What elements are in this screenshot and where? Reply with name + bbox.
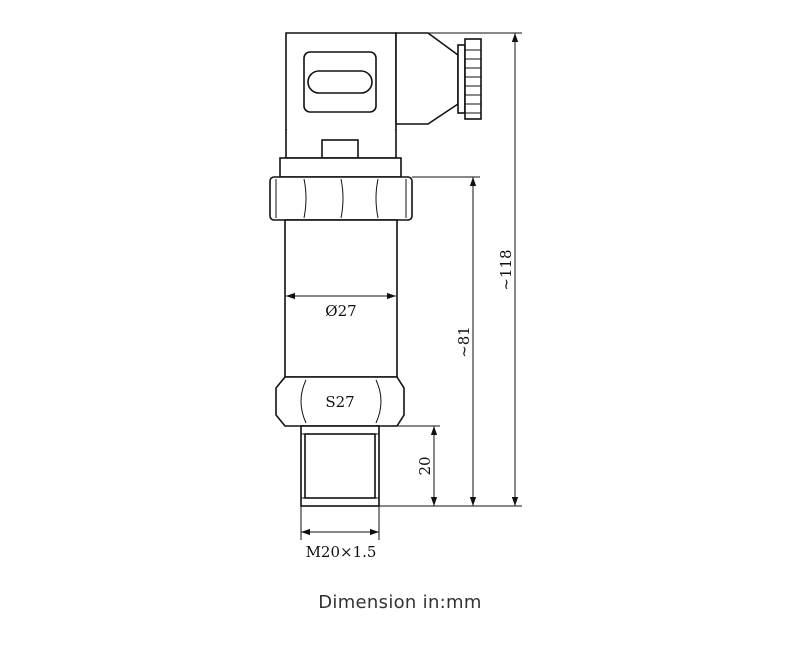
body-length-label: ~81 bbox=[455, 326, 473, 358]
total-length-label: ~118 bbox=[497, 249, 515, 290]
connector-neck bbox=[279, 130, 402, 178]
hex-size-label: S27 bbox=[325, 393, 354, 411]
cable-gland bbox=[395, 32, 482, 125]
connector-housing bbox=[285, 32, 397, 146]
threaded-fitting bbox=[300, 425, 380, 507]
units-caption: Dimension in:mm bbox=[318, 592, 482, 613]
bottom-hex-nut bbox=[275, 376, 405, 427]
thread-label: M20×1.5 bbox=[306, 543, 377, 561]
diameter-label: Ø27 bbox=[325, 302, 356, 320]
cylinder-body bbox=[284, 219, 398, 378]
thread-length-label: 20 bbox=[416, 456, 434, 475]
top-hex-nut bbox=[269, 176, 413, 221]
